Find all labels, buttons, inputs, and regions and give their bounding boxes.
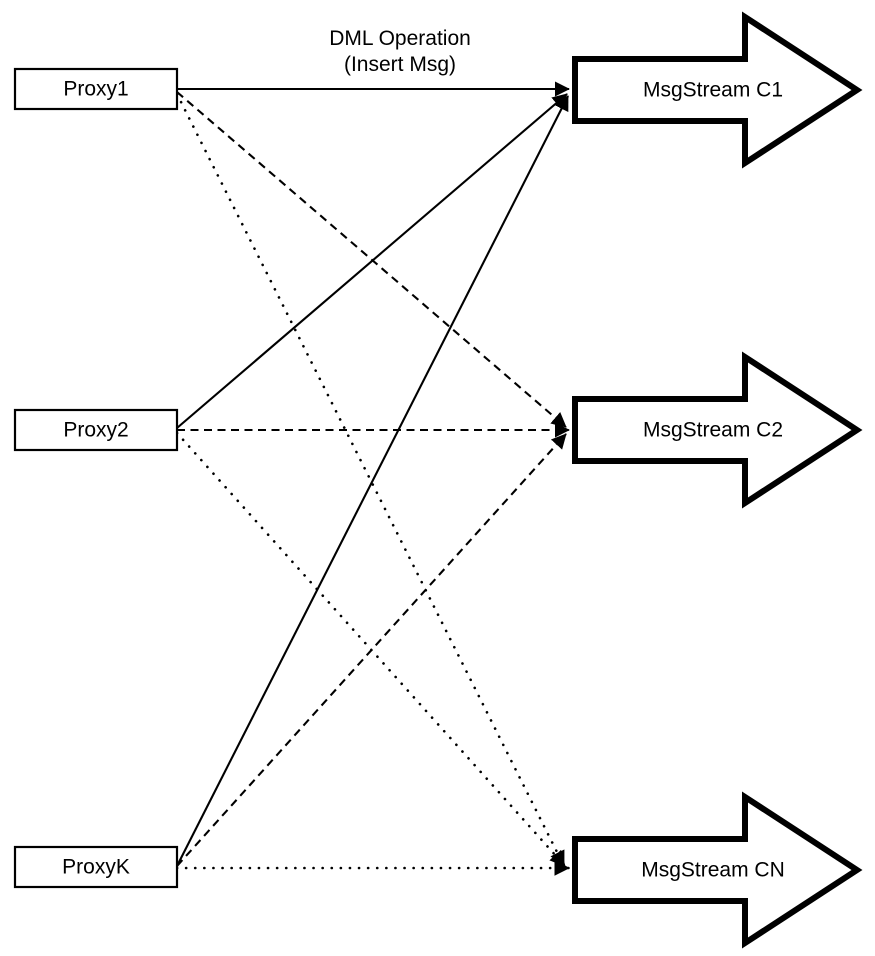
- block-arrow-shape[interactable]: [572, 351, 863, 509]
- edge-caption-group: DML Operation (Insert Msg): [329, 27, 471, 76]
- edge-caption-line-1: DML Operation: [329, 27, 471, 50]
- proxy-box[interactable]: [13, 408, 179, 452]
- stream-node-cn[interactable]: MsgStream CN: [572, 791, 863, 949]
- proxy-node-proxyK[interactable]: ProxyK: [13, 845, 179, 889]
- edge-proxy2-to-c1: [176, 93, 568, 429]
- edge-layer: [175, 81, 571, 876]
- proxy-box[interactable]: [13, 67, 179, 111]
- proxy-box[interactable]: [13, 845, 179, 889]
- stream-label: MsgStream CN: [641, 859, 785, 882]
- proxy-label: Proxy2: [63, 419, 128, 442]
- edge-caption-line-2: (Insert Msg): [344, 53, 456, 76]
- proxy-label: ProxyK: [62, 856, 130, 879]
- proxy-label: Proxy1: [63, 78, 128, 101]
- proxy-node-proxy1[interactable]: Proxy1: [13, 67, 179, 111]
- edge-proxy1-to-c2: [176, 91, 567, 428]
- stream-label: MsgStream C1: [643, 79, 783, 102]
- stream-node-c1[interactable]: MsgStream C1: [572, 11, 863, 169]
- block-arrow-shape[interactable]: [572, 11, 863, 169]
- block-arrow-shape[interactable]: [572, 791, 863, 949]
- edge-proxy1-to-cn: [175, 92, 566, 868]
- proxy-node-proxy2[interactable]: Proxy2: [13, 408, 179, 452]
- stream-label: MsgStream C2: [643, 419, 783, 442]
- edge-proxyK-to-c1: [176, 95, 569, 867]
- stream-node-c2[interactable]: MsgStream C2: [572, 351, 863, 509]
- edge-proxyK-to-c2: [176, 433, 567, 867]
